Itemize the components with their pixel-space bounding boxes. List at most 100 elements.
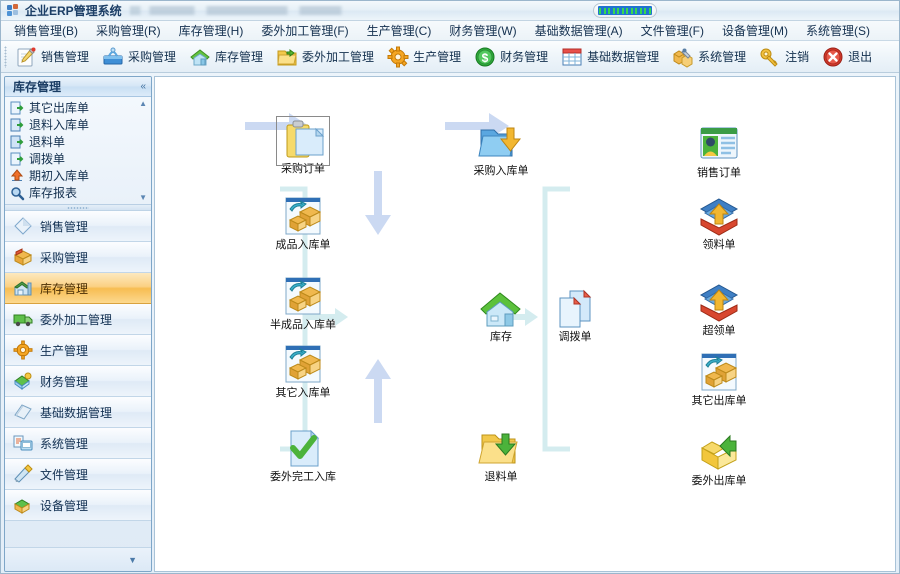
sidebar-footer: ▼ xyxy=(5,547,151,571)
truck-icon xyxy=(13,309,33,329)
sidebar-item-label: 退料入库单 xyxy=(29,118,90,132)
node-over-picking-order[interactable]: 超领单 xyxy=(680,282,758,338)
sidebar-item-opening-inbound[interactable]: 期初入库单 xyxy=(5,167,151,184)
toolbar-production-button[interactable]: 生产管理 xyxy=(383,43,468,71)
toolbar-logout-button[interactable]: 注销 xyxy=(755,43,816,71)
node-return-material[interactable]: 退料单 xyxy=(462,428,540,484)
sidebar-nav-label: 采购管理 xyxy=(40,250,89,265)
menu-basic-data[interactable]: 基础数据管理(A) xyxy=(534,24,623,38)
sidebar-nav-label: 库存管理 xyxy=(40,281,89,296)
sidebar-nav-production[interactable]: 生产管理 xyxy=(5,335,151,366)
coins-icon xyxy=(13,371,33,391)
blue-cart-icon xyxy=(102,46,124,68)
boxes-out-icon xyxy=(696,352,742,394)
menu-production[interactable]: 生产管理(C) xyxy=(366,24,432,38)
boxes-tools-icon xyxy=(672,46,694,68)
window-title: 企业ERP管理系统 xyxy=(25,4,122,18)
node-finished-goods-inbound[interactable]: 成品入库单 xyxy=(264,196,342,252)
node-sales-order[interactable]: 销售订单 xyxy=(680,124,758,180)
svg-text:$: $ xyxy=(482,51,489,65)
toolbar-finance-button[interactable]: $ 财务管理 xyxy=(470,43,555,71)
menu-finance[interactable]: 财务管理(W) xyxy=(449,24,517,38)
node-other-outbound[interactable]: 其它出库单 xyxy=(680,352,758,408)
toolbar-system-button[interactable]: 系统管理 xyxy=(668,43,753,71)
chevron-double-left-icon[interactable]: « xyxy=(140,81,146,92)
sidebar-item-label: 退料单 xyxy=(29,135,66,149)
orange-up-arrow-icon xyxy=(10,168,24,183)
sidebar-sublist: ▲ ▼ 其它出库单 xyxy=(5,97,151,205)
sidebar-nav: 销售管理 采购管理 xyxy=(5,211,151,547)
warehouse-icon xyxy=(13,278,33,298)
node-purchase-order[interactable]: 采购订单 xyxy=(264,116,342,176)
doc-out-icon xyxy=(10,101,24,115)
menu-outsourcing[interactable]: 委外加工管理(F) xyxy=(261,24,349,38)
scroll-down-icon[interactable]: ▼ xyxy=(139,193,147,202)
sidebar-nav-finance[interactable]: 财务管理 xyxy=(5,366,151,397)
doc-return-icon xyxy=(10,135,24,149)
sidebar-item-other-outbound[interactable]: 其它出库单 xyxy=(5,99,151,116)
customer-card-icon xyxy=(696,124,742,166)
doc-transfer-icon xyxy=(10,152,24,166)
node-label: 半成品入库单 xyxy=(270,319,336,331)
toolbar-outsourcing-button[interactable]: 委外加工管理 xyxy=(272,43,381,71)
sidebar-nav-purchase[interactable]: 采购管理 xyxy=(5,242,151,273)
node-label: 委外出库单 xyxy=(691,475,747,487)
sidebar-item-return-inbound[interactable]: 退料入库单 xyxy=(5,116,151,133)
node-label: 销售订单 xyxy=(697,167,741,179)
node-label: 领料单 xyxy=(702,239,736,251)
arrow-poin-to-stock xyxy=(365,171,391,235)
box-up-icon xyxy=(696,282,742,324)
sidebar-nav-basic-data[interactable]: 基础数据管理 xyxy=(5,397,151,428)
toolbar-basic-data-label: 基础数据管理 xyxy=(587,50,660,64)
sidebar-item-return-material[interactable]: 退料单 xyxy=(5,133,151,150)
sidebar-nav-sales[interactable]: 销售管理 xyxy=(5,211,151,242)
chevron-down-icon[interactable]: ▼ xyxy=(128,554,137,565)
toolbar-outsourcing-label: 委外加工管理 xyxy=(302,50,375,64)
sidebar-item-label: 其它出库单 xyxy=(29,101,90,115)
box-arrow-icon xyxy=(696,432,742,474)
node-picking-order[interactable]: 领料单 xyxy=(680,196,758,252)
scroll-up-icon[interactable]: ▲ xyxy=(139,99,147,108)
node-outsourcing-completion-inbound[interactable]: 委外完工入库 xyxy=(264,428,342,484)
sidebar-nav-label: 设备管理 xyxy=(40,498,89,513)
menu-purchase[interactable]: 采购管理(R) xyxy=(96,24,161,38)
toolbar-purchase-button[interactable]: 采购管理 xyxy=(98,43,183,71)
diamond-icon xyxy=(13,216,33,236)
menu-file[interactable]: 文件管理(F) xyxy=(640,24,704,38)
open-box-icon xyxy=(13,247,33,267)
transfer-docs-icon xyxy=(552,288,598,330)
box-up-icon xyxy=(696,196,742,238)
node-label: 采购入库单 xyxy=(473,165,529,177)
sidebar-nav-inventory[interactable]: 库存管理 xyxy=(5,273,151,304)
node-semi-finished-inbound[interactable]: 半成品入库单 xyxy=(264,276,342,332)
sidebar-splitter[interactable] xyxy=(5,205,151,211)
sidebar-item-inventory-report[interactable]: 库存报表 xyxy=(5,184,151,201)
sidebar-nav-system[interactable]: 系统管理 xyxy=(5,428,151,459)
menu-system[interactable]: 系统管理(S) xyxy=(806,24,870,38)
pencil-note-icon xyxy=(15,46,37,68)
boxes-in-icon xyxy=(280,344,326,386)
toolbar-production-label: 生产管理 xyxy=(413,50,462,64)
menu-inventory[interactable]: 库存管理(H) xyxy=(178,24,244,38)
node-label: 超领单 xyxy=(702,325,736,337)
sidebar-nav-file[interactable]: 文件管理 xyxy=(5,459,151,490)
node-outsourcing-outbound[interactable]: 委外出库单 xyxy=(680,432,758,488)
toolbar-sales-button[interactable]: 销售管理 xyxy=(11,43,96,71)
clipboard-doc-icon xyxy=(276,116,330,166)
toolbar-inventory-button[interactable]: 库存管理 xyxy=(185,43,270,71)
node-purchase-inbound[interactable]: 采购入库单 xyxy=(462,122,540,178)
sidebar-title: 库存管理 xyxy=(13,80,62,94)
toolbar-logout-label: 注销 xyxy=(785,50,810,64)
toolbar-exit-button[interactable]: 退出 xyxy=(818,43,879,71)
boxes-in-icon xyxy=(280,276,326,318)
node-stock[interactable]: 库存 xyxy=(462,288,540,344)
sidebar-nav-outsourcing[interactable]: 委外加工管理 xyxy=(5,304,151,335)
book-icon xyxy=(13,402,33,422)
menu-equipment[interactable]: 设备管理(M) xyxy=(722,24,788,38)
sidebar-item-transfer[interactable]: 调拨单 xyxy=(5,150,151,167)
menu-sales[interactable]: 销售管理(B) xyxy=(14,24,78,38)
node-other-inbound[interactable]: 其它入库单 xyxy=(264,344,342,400)
sidebar-nav-equipment[interactable]: 设备管理 xyxy=(5,490,151,521)
toolbar-basic-data-button[interactable]: 基础数据管理 xyxy=(557,43,666,71)
node-transfer-order[interactable]: 调拨单 xyxy=(536,288,614,344)
